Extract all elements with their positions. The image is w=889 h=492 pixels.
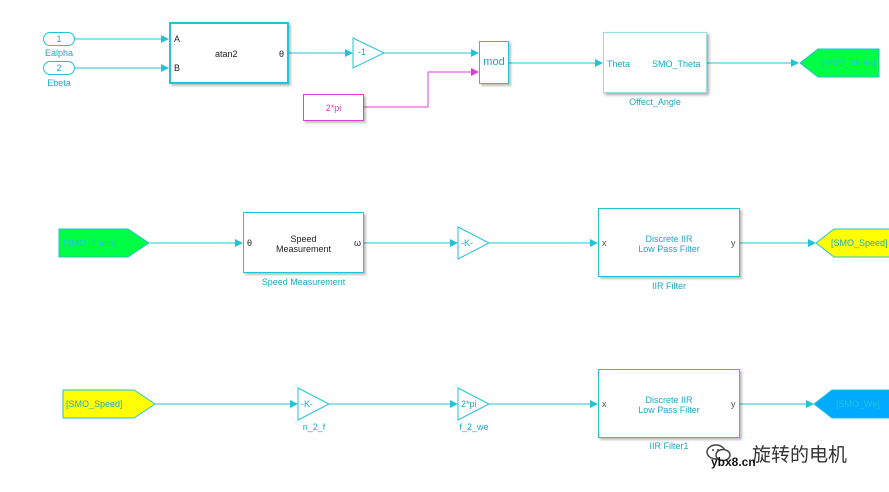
from-speed-shape[interactable] [62,389,156,419]
gain-neg1-value: -1 [358,47,367,57]
gain-f2we-value: 2*pi [461,399,477,409]
iir-filter1-label: IIR Filter1 [649,441,689,451]
gain-n2f-value: -K- [301,399,313,409]
gain-f2we-shape[interactable] [457,387,491,421]
goto-speed-tag: [SMO_Speed] [831,238,888,248]
iir-filter1-block[interactable]: x Discrete IIR Low Pass Filter y [598,369,740,438]
from-theta-shape[interactable] [58,228,150,258]
offect-in-port: Theta [607,59,631,69]
goto-speed-shape[interactable] [815,228,889,258]
inport-ealpha[interactable]: 1 [43,32,75,46]
gain-neg1-shape[interactable] [352,37,386,69]
speed-meas-in-port: θ [247,238,253,248]
iir-filter-label: IIR Filter [651,281,686,291]
wechat-icon [706,443,732,463]
iir1-in-port: x [602,399,607,409]
inport-ebeta-label: Ebeta [47,78,71,88]
gain-k1-value: -K- [461,238,473,248]
speed-meas-line1: Speed [290,234,317,244]
atan2-port-b: B [174,63,181,73]
offect-angle-block[interactable]: Theta SMO_Theta [603,32,707,93]
offect-out-port: SMO_Theta [652,59,701,69]
iir-filter-block[interactable]: x Discrete IIR Low Pass Filter y [598,208,740,277]
const-2pi-value: 2*pi [325,103,342,113]
mod-title: mod [483,56,505,68]
gain-f2we-label: f_2_we [459,422,489,432]
inport-ealpha-label: Ealpha [44,48,74,58]
from-theta-tag: [SMO_Theta] [63,238,117,248]
atan2-port-out: θ [279,49,285,59]
const-2pi-block[interactable]: 2*pi [303,94,364,121]
iir-line1: Discrete IIR [645,234,693,244]
iir1-line1: Discrete IIR [645,395,693,405]
atan2-title: atan2 [215,49,238,59]
watermark-site: ybx8.cn [711,455,756,469]
goto-we-shape[interactable] [813,389,889,419]
gain-k1-shape[interactable] [457,226,491,260]
goto-theta-tag: [SMO_Theta] [822,58,876,68]
goto-theta-shape[interactable] [799,48,880,78]
iir-in-port: x [602,238,607,248]
speed-meas-line2: Measurement [275,244,332,254]
offect-angle-label: Offect_Angle [629,97,681,107]
watermark-cn: 旋转的电机 [752,445,848,466]
speed-meas-out-port: ω [354,238,362,248]
gain-n2f-shape[interactable] [297,387,331,421]
goto-we-tag: [SMO_We] [836,399,880,409]
iir-out-port: y [731,238,736,248]
from-speed-tag: [SMO_Speed] [66,399,123,409]
speed-measurement-block[interactable]: θ Speed Measurement ω [243,212,364,273]
gain-n2f-label: n_2_f [302,422,326,432]
speed-measurement-label: Speed Measurement [261,277,346,287]
wire-const-mod [364,68,479,108]
atan2-block[interactable]: A B atan2 θ [169,22,289,84]
iir-line2: Low Pass Filter [638,244,700,254]
iir1-out-port: y [731,399,736,409]
mod-block[interactable]: mod [479,41,509,84]
iir1-line2: Low Pass Filter [638,405,700,415]
atan2-port-a: A [174,34,181,44]
inport-ebeta[interactable]: 2 [43,61,75,75]
